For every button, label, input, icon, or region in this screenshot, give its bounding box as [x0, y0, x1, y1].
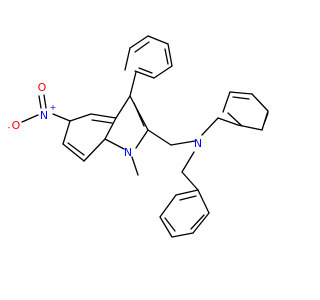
indole-nitrogen-label: N: [124, 146, 132, 159]
bond: [90, 113, 117, 119]
bond: [124, 47, 131, 71]
nitro-oxygen-top-label: O: [38, 81, 47, 94]
bond: [67, 142, 85, 156]
bond: [159, 194, 177, 218]
bond: [62, 120, 71, 145]
bond: [251, 93, 269, 112]
bond: [91, 119, 113, 124]
bond: [190, 214, 205, 230]
bond: [229, 91, 253, 95]
bond: [104, 138, 125, 150]
bond: [222, 91, 231, 113]
bond: [167, 43, 173, 67]
bond: [69, 113, 92, 122]
bond: [179, 195, 197, 201]
bond: [164, 48, 169, 65]
bond: [83, 138, 106, 162]
bond: [181, 151, 195, 173]
bond: [170, 140, 196, 146]
bond: [197, 189, 210, 214]
bond: [38, 95, 42, 109]
bond: [131, 156, 139, 176]
bond: [21, 114, 39, 123]
bond: [134, 70, 155, 79]
bond: [147, 129, 172, 146]
atom-labels: O N + O - N N: [8, 81, 203, 159]
bond: [133, 102, 145, 127]
chemical-structure: O N + O - N N: [8, 35, 269, 238]
bond: [217, 117, 239, 126]
bond: [227, 112, 243, 127]
bond: [104, 117, 117, 140]
bond: [43, 94, 47, 109]
bond: [175, 189, 199, 196]
bond: [138, 67, 153, 74]
bond: [159, 216, 173, 238]
bond: [129, 71, 137, 97]
bond: [181, 171, 199, 191]
bond: [135, 129, 149, 149]
nitro-oxygen-charge: -: [8, 123, 11, 132]
bond: [192, 212, 210, 234]
bond: [164, 217, 176, 232]
bonds: [21, 35, 269, 238]
bond: [129, 35, 149, 49]
nitro-nitrogen-label: N: [40, 109, 48, 122]
bond: [134, 41, 150, 53]
nitro-oxygen-left-label: O: [12, 119, 21, 132]
bond: [62, 143, 85, 162]
bond: [153, 65, 173, 79]
amine-nitrogen-label: N: [194, 137, 202, 150]
bond: [52, 113, 71, 122]
bond: [263, 112, 269, 125]
bond: [147, 35, 169, 45]
bond: [115, 95, 131, 119]
bond: [171, 232, 194, 238]
bond: [201, 117, 219, 136]
nitro-nitrogen-charge: +: [50, 103, 57, 112]
bond: [232, 96, 250, 100]
